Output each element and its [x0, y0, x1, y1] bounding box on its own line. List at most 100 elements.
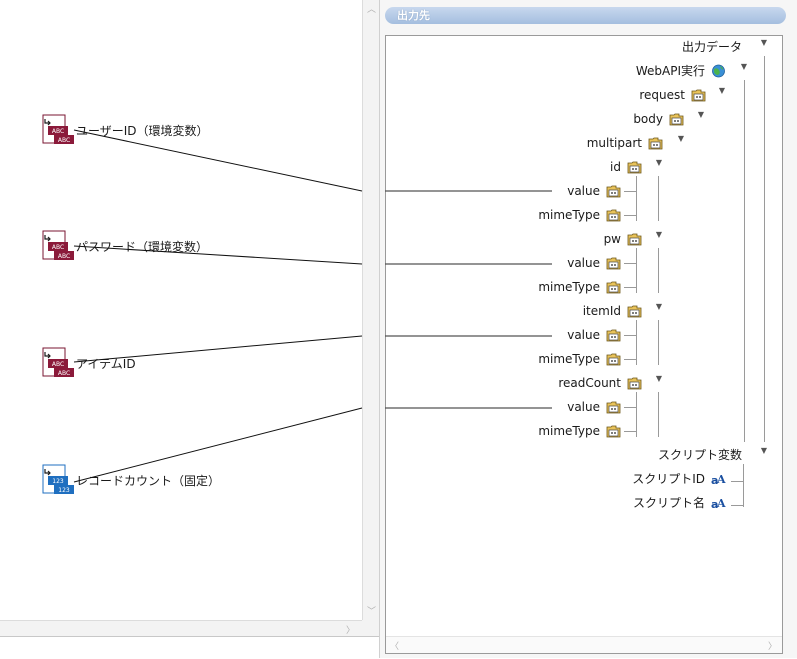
- tree-node-script-var-1[interactable]: スクリプト名: [545, 494, 705, 512]
- object-folder-icon: [606, 352, 621, 366]
- tree-node-script-vars[interactable]: スクリプト変数: [582, 446, 742, 464]
- tree-guide-line: [731, 505, 743, 506]
- tree-node-mimetype[interactable]: mimeType: [440, 206, 600, 224]
- chevron-down-icon[interactable]: ▼: [697, 110, 705, 119]
- left-vertical-scrollbar[interactable]: ︿ ﹀: [362, 0, 379, 620]
- tree-node-value[interactable]: value: [440, 254, 600, 272]
- text-env-variable-icon: ABC ABC: [42, 114, 74, 144]
- object-folder-icon: [627, 160, 642, 174]
- scroll-left-icon[interactable]: 〈: [390, 642, 400, 652]
- node-label: WebAPI実行: [635, 64, 705, 78]
- node-label: value: [567, 256, 600, 270]
- svg-text:a: a: [711, 474, 718, 486]
- tree-guide-line: [624, 335, 636, 336]
- output-panel: 出力先 〈 〉: [379, 0, 797, 658]
- chevron-down-icon[interactable]: ▼: [760, 446, 768, 455]
- tree-node-value[interactable]: value: [440, 398, 600, 416]
- source-label: ユーザーID（環境変数）: [76, 124, 209, 138]
- object-folder-icon: [691, 88, 706, 102]
- tree-node-body[interactable]: body: [503, 110, 663, 128]
- tree-guide-line: [624, 431, 636, 432]
- tree-guide-line: [731, 481, 743, 482]
- tree-guide-line: [743, 464, 744, 507]
- svg-text:ABC: ABC: [52, 128, 64, 135]
- chevron-down-icon[interactable]: ▼: [655, 158, 663, 167]
- object-folder-icon: [648, 136, 663, 150]
- left-horizontal-scrollbar[interactable]: 〉: [0, 620, 362, 637]
- tree-guide-line: [624, 407, 636, 408]
- tree-guide-line: [658, 248, 659, 293]
- chevron-down-icon[interactable]: ▼: [655, 374, 663, 383]
- chevron-down-icon[interactable]: ▼: [740, 62, 748, 71]
- node-label: スクリプトID: [632, 472, 705, 486]
- tree-node-field-itemId[interactable]: itemId: [461, 302, 621, 320]
- tree-node-script-var-0[interactable]: スクリプトID: [545, 470, 705, 488]
- source-label: アイテムID: [76, 357, 136, 371]
- tree-node-mimetype[interactable]: mimeType: [440, 350, 600, 368]
- node-label: 出力データ: [681, 40, 742, 54]
- tree-node-value[interactable]: value: [440, 182, 600, 200]
- tree-guide-line: [624, 215, 636, 216]
- scroll-down-icon[interactable]: ﹀: [367, 607, 377, 617]
- node-label: スクリプト名: [632, 496, 705, 510]
- tree-node-mimetype[interactable]: mimeType: [440, 278, 600, 296]
- text-env-variable-icon: ABC ABC: [42, 230, 74, 260]
- number-fixed-value-icon: 123 123: [42, 464, 74, 494]
- tree-node-field-readCount[interactable]: readCount: [461, 374, 621, 392]
- object-folder-icon: [606, 400, 621, 414]
- tree-horizontal-scrollbar[interactable]: 〈 〉: [386, 636, 782, 653]
- tree-guide-line: [658, 320, 659, 365]
- tree-node-root[interactable]: 出力データ: [582, 38, 742, 56]
- scroll-right-icon[interactable]: 〉: [768, 642, 778, 652]
- tree-node-request[interactable]: request: [525, 86, 685, 104]
- node-label: pw: [603, 232, 621, 246]
- node-label: body: [633, 112, 663, 126]
- tree-node-webapi[interactable]: WebAPI実行: [545, 62, 705, 80]
- source-label: パスワード（環境変数）: [76, 240, 209, 254]
- panel-header: 出力先: [385, 7, 786, 24]
- object-folder-icon: [606, 256, 621, 270]
- node-label: value: [567, 400, 600, 414]
- svg-text:ABC: ABC: [52, 361, 64, 368]
- tree-guide-line: [658, 392, 659, 437]
- tree-guide-line: [658, 176, 659, 221]
- scroll-right-icon[interactable]: 〉: [346, 626, 356, 636]
- object-folder-icon: [627, 304, 642, 318]
- left-footer: [0, 636, 380, 659]
- node-label: itemId: [582, 304, 621, 318]
- tree-node-value[interactable]: value: [440, 326, 600, 344]
- node-label: multipart: [586, 136, 642, 150]
- output-tree[interactable]: 〈 〉: [385, 35, 783, 654]
- chevron-down-icon[interactable]: ▼: [718, 86, 726, 95]
- svg-text:ABC: ABC: [58, 370, 70, 377]
- object-folder-icon: [606, 280, 621, 294]
- tree-guide-line: [624, 191, 636, 192]
- chevron-down-icon[interactable]: ▼: [760, 38, 768, 47]
- svg-text:ABC: ABC: [58, 253, 70, 260]
- tree-node-field-pw[interactable]: pw: [461, 230, 621, 248]
- object-folder-icon: [606, 208, 621, 222]
- object-folder-icon: [627, 232, 642, 246]
- chevron-down-icon[interactable]: ▼: [655, 302, 663, 311]
- svg-text:123: 123: [52, 478, 64, 485]
- node-label: スクリプト変数: [657, 448, 742, 462]
- source-label: レコードカウント（固定）: [76, 474, 221, 488]
- scrollbar-corner: [362, 620, 379, 636]
- mapping-source-canvas[interactable]: [0, 0, 362, 620]
- object-folder-icon: [606, 184, 621, 198]
- tree-node-mimetype[interactable]: mimeType: [440, 422, 600, 440]
- scroll-up-icon[interactable]: ︿: [367, 5, 377, 15]
- tree-node-field-id[interactable]: id: [461, 158, 621, 176]
- tree-guide-line: [744, 80, 745, 442]
- svg-text:a: a: [711, 498, 718, 510]
- object-folder-icon: [606, 328, 621, 342]
- node-label: value: [567, 184, 600, 198]
- node-label: request: [639, 88, 685, 102]
- chevron-down-icon[interactable]: ▼: [655, 230, 663, 239]
- tree-node-multipart[interactable]: multipart: [482, 134, 642, 152]
- tree-guide-line: [624, 359, 636, 360]
- svg-text:ABC: ABC: [52, 244, 64, 251]
- chevron-down-icon[interactable]: ▼: [677, 134, 685, 143]
